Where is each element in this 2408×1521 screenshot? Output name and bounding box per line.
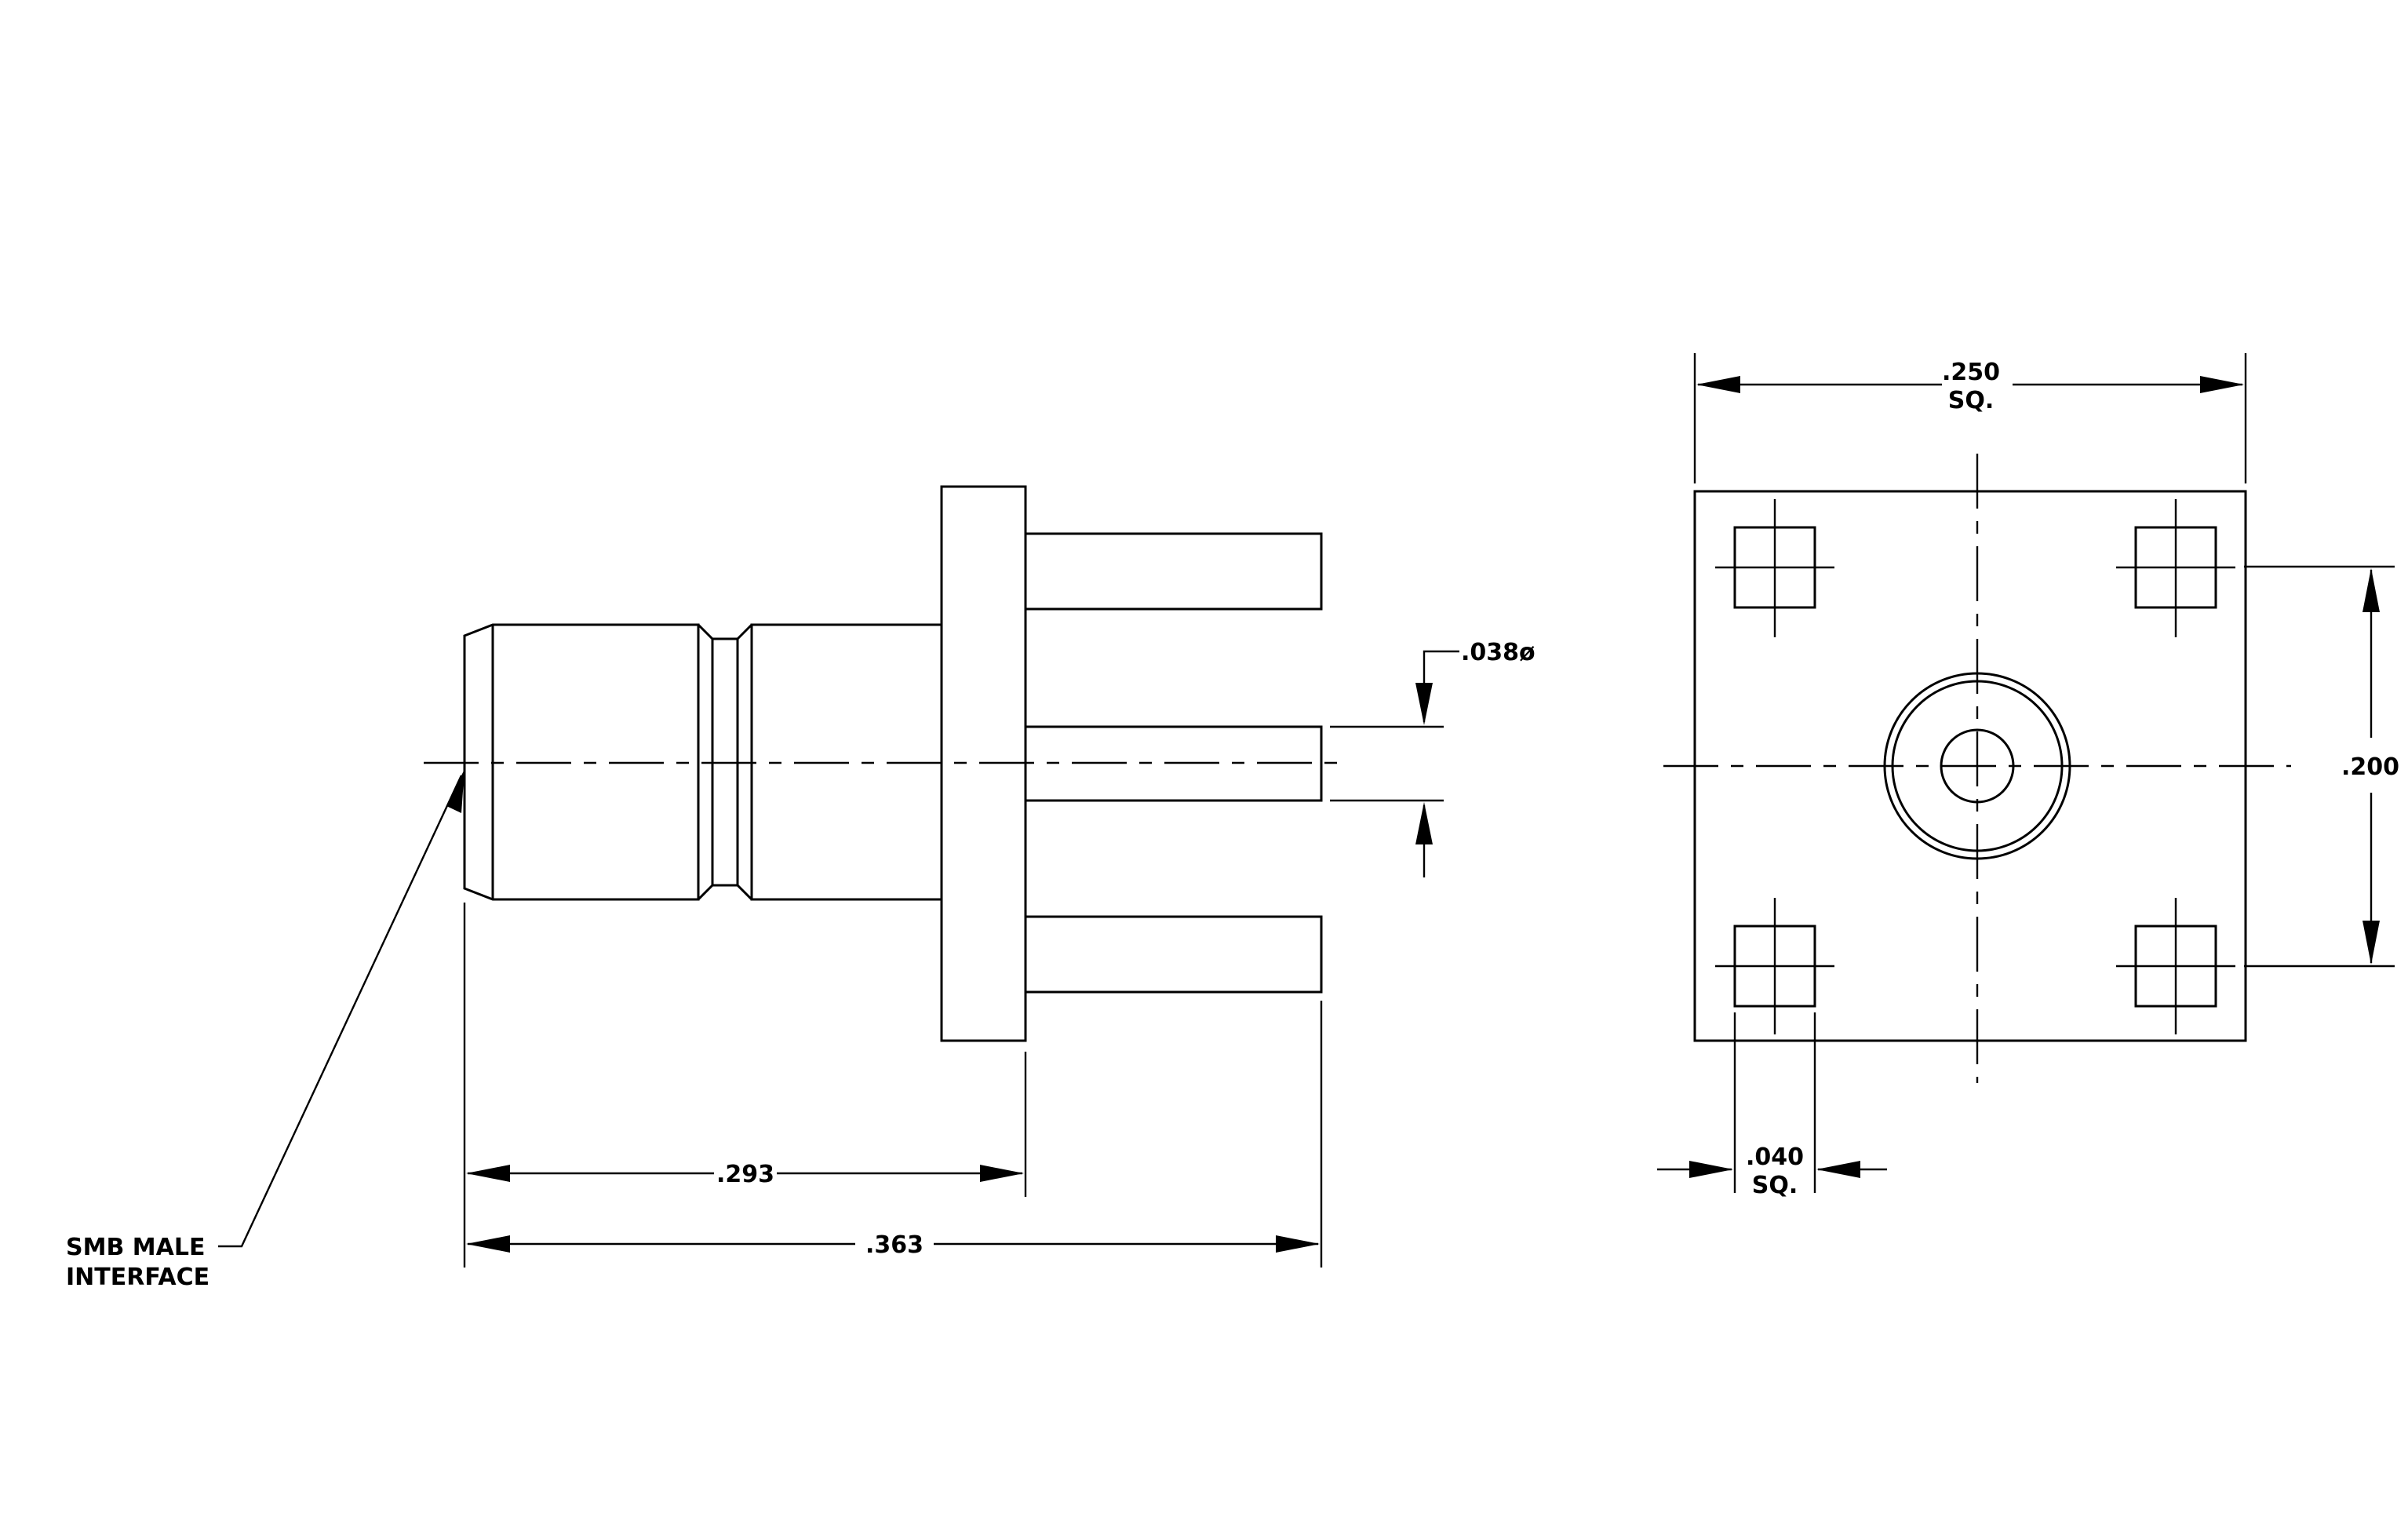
arrow-293-right bbox=[980, 1165, 1024, 1182]
interface-arrow bbox=[446, 769, 464, 813]
pin-center-marks bbox=[1715, 499, 2235, 1034]
interface-label-line1: SMB MALE bbox=[66, 1234, 205, 1261]
dim-040-label: .040 bbox=[1746, 1143, 1804, 1171]
pin-bottom bbox=[1024, 915, 1323, 994]
arrow-250-left bbox=[1696, 376, 1740, 393]
dim-040-label-sq: SQ. bbox=[1752, 1172, 1798, 1199]
arrow-040-right bbox=[1816, 1161, 1860, 1178]
interface-label-line2: INTERFACE bbox=[66, 1264, 209, 1291]
dim-250-label: .250 bbox=[1942, 359, 2000, 386]
interface-leader bbox=[218, 775, 463, 1248]
dim-200-label: .200 bbox=[2341, 753, 2399, 781]
arrow-038-top bbox=[1415, 683, 1433, 725]
side-dimensions: .293 .363 .038ø SMB MALE INTERFACE bbox=[66, 639, 1536, 1291]
dim-363-label: .363 bbox=[865, 1231, 923, 1259]
arrow-200-bottom bbox=[2362, 921, 2380, 965]
arrow-200-top bbox=[2362, 568, 2380, 612]
end-view bbox=[1663, 454, 2291, 1083]
pin-top bbox=[1024, 532, 1323, 611]
dim-250-label-sq: SQ. bbox=[1948, 387, 1995, 414]
arrow-250-right bbox=[2200, 376, 2244, 393]
arrow-363-right bbox=[1276, 1235, 1320, 1253]
arrow-038-bottom bbox=[1415, 802, 1433, 844]
arrow-040-left bbox=[1689, 1161, 1733, 1178]
dim-038-label: .038ø bbox=[1461, 639, 1536, 666]
end-dimensions: .250 SQ. .200 .040 SQ. bbox=[1657, 353, 2399, 1199]
groove bbox=[697, 623, 753, 901]
arrow-363-left bbox=[466, 1235, 510, 1253]
arrow-293-left bbox=[466, 1165, 510, 1182]
dim-293-label: .293 bbox=[716, 1161, 774, 1188]
side-view bbox=[424, 485, 1350, 1042]
